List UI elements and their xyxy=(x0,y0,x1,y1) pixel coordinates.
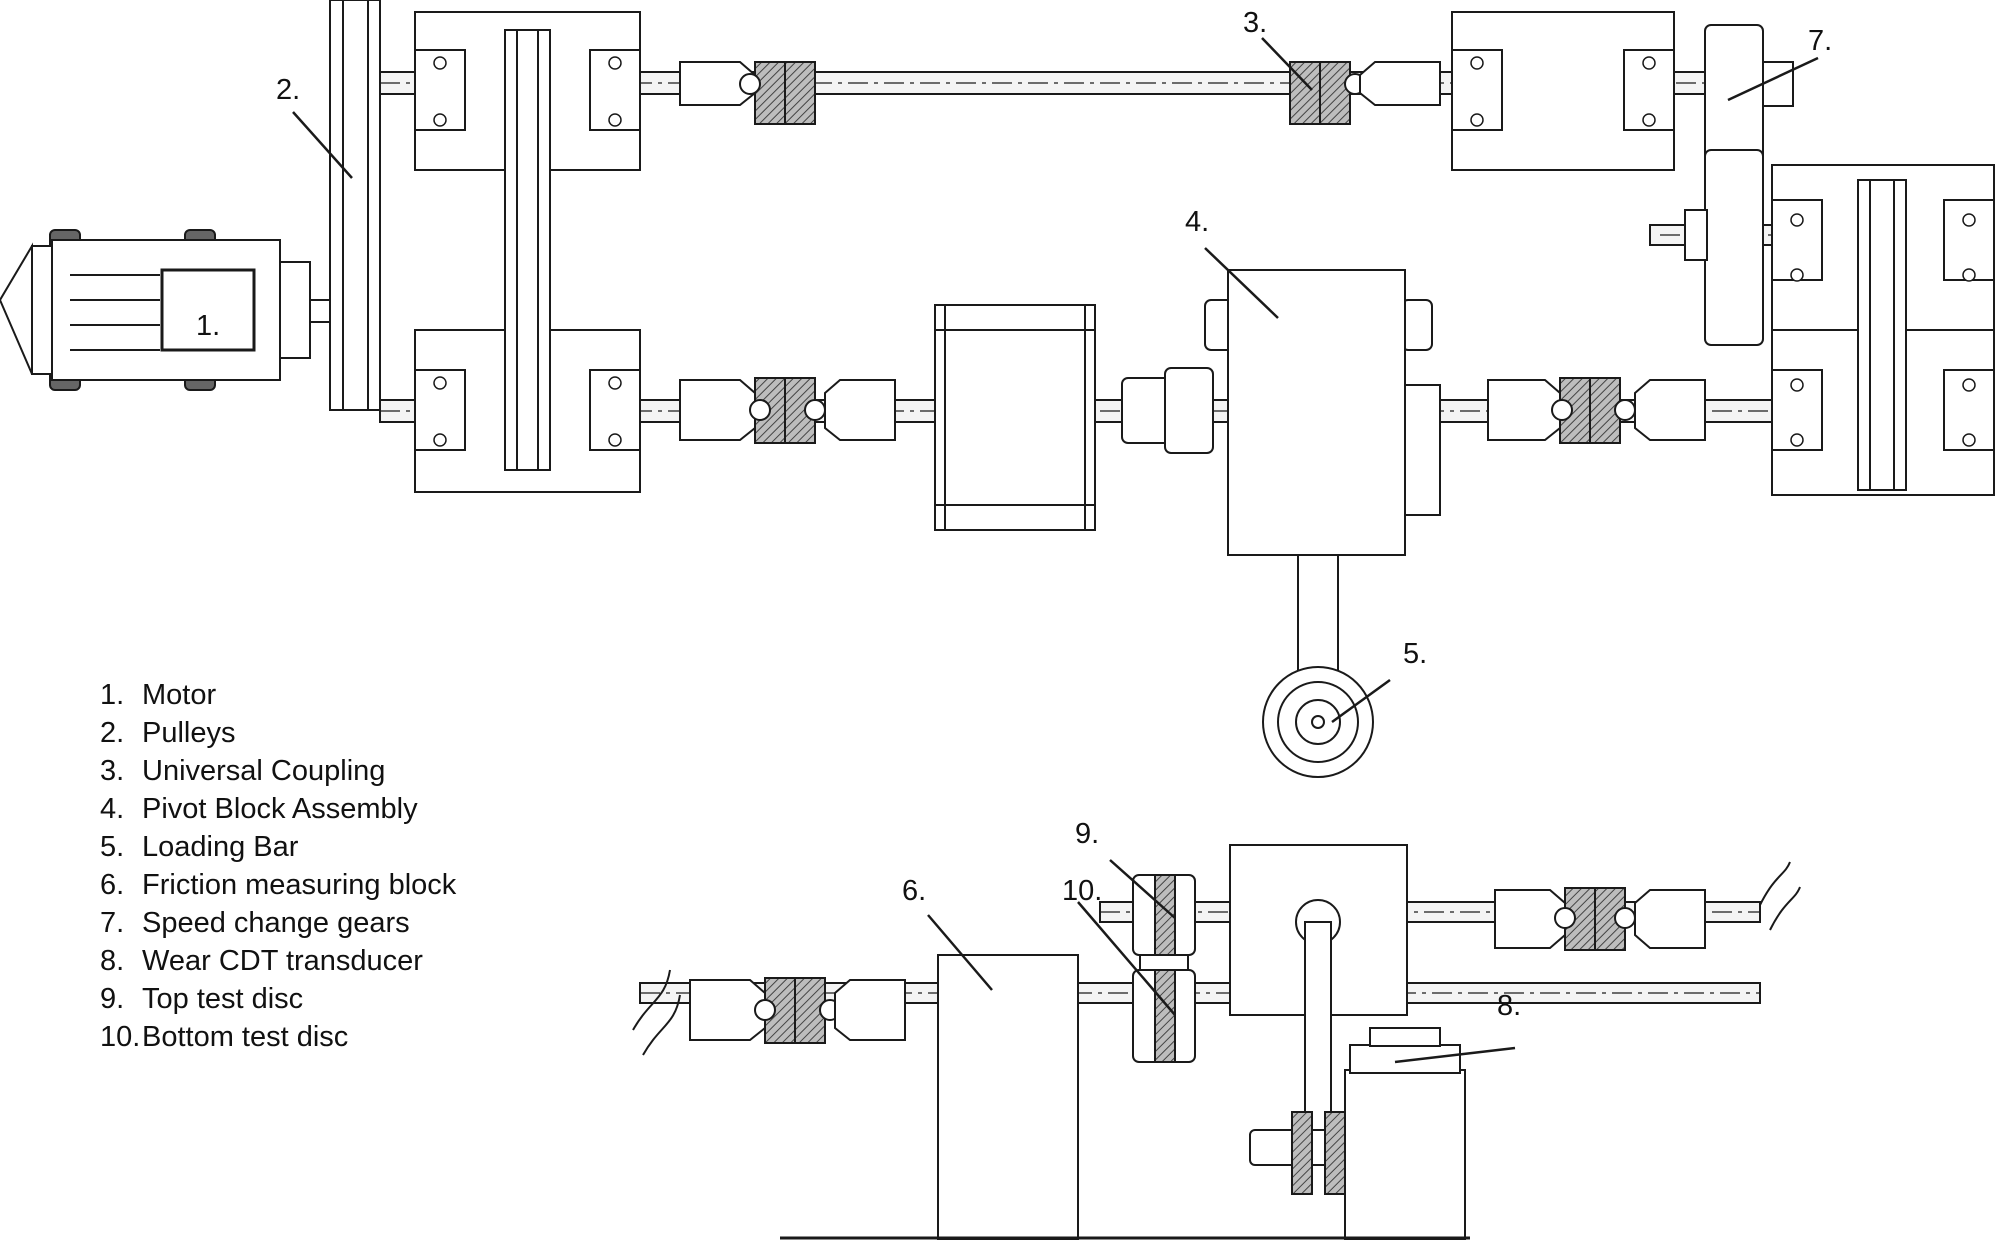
motor xyxy=(0,229,346,391)
legend-item: 5. Loading Bar xyxy=(100,828,456,866)
bearing-bolts xyxy=(414,49,1995,451)
legend-item-text: Speed change gears xyxy=(142,907,410,939)
loading-bar xyxy=(1262,554,1374,778)
legend-item: 7. Speed change gears xyxy=(100,904,456,942)
universal-couplings xyxy=(679,61,1706,1044)
callout-3: 3. xyxy=(1243,7,1268,39)
legend-item-text: Loading Bar xyxy=(142,831,299,863)
legend-item: 6. Friction measuring block xyxy=(100,866,456,904)
legend-item-text: Universal Coupling xyxy=(142,755,386,787)
legend-item: 9. Top test disc xyxy=(100,980,456,1018)
test-discs-top-view xyxy=(1121,367,1214,454)
legend-item-number: 6. xyxy=(100,869,125,901)
legend-item-text: Motor xyxy=(142,679,217,711)
callout-10: 10. xyxy=(1062,875,1103,907)
callout-7: 7. xyxy=(1808,25,1833,57)
callout-9: 9. xyxy=(1075,818,1100,850)
legend-item-number: 10. xyxy=(100,1021,141,1053)
wear-cdt-transducer xyxy=(1344,1027,1466,1240)
speed-change-gears xyxy=(1684,24,1907,491)
drum xyxy=(934,304,1096,531)
legend-item-text: Pivot Block Assembly xyxy=(142,793,418,825)
legend-item-text: Top test disc xyxy=(142,983,304,1015)
callout-8: 8. xyxy=(1497,990,1522,1022)
legend-item-text: Pulleys xyxy=(142,717,236,749)
legend-item: 8. Wear CDT transducer xyxy=(100,942,456,980)
callout-1: 1. xyxy=(196,310,221,342)
legend-item-number: 3. xyxy=(100,755,125,787)
legend-item-number: 7. xyxy=(100,907,125,939)
legend-item-number: 5. xyxy=(100,831,125,863)
callout-5: 5. xyxy=(1403,638,1428,670)
legend-item: 3. Universal Coupling xyxy=(100,752,456,790)
leader-lines xyxy=(292,37,1819,1064)
legend-item-number: 2. xyxy=(100,717,125,749)
legend-item: 2. Pulleys xyxy=(100,714,456,752)
legend-item-number: 9. xyxy=(100,983,125,1015)
test-discs-side-view xyxy=(1132,874,1196,1063)
legend-item-text: Wear CDT transducer xyxy=(142,945,423,977)
callout-2: 2. xyxy=(276,74,301,106)
legend: 1. Motor 2. Pulleys 3. Universal Coupling 4… xyxy=(100,676,456,1056)
pivot-block-assembly xyxy=(1204,269,1441,556)
callout-4: 4. xyxy=(1185,206,1210,238)
legend-item: 4. Pivot Block Assembly xyxy=(100,790,456,828)
friction-measuring-block xyxy=(937,954,1079,1240)
legend-item-number: 8. xyxy=(100,945,125,977)
legend-item-text: Friction measuring block xyxy=(142,869,457,901)
callout-6: 6. xyxy=(902,875,927,907)
legend-item-number: 1. xyxy=(100,679,125,711)
legend-item: 1. Motor xyxy=(100,676,456,714)
legend-item: 10.Bottom test disc xyxy=(100,1018,456,1056)
legend-item-text: Bottom test disc xyxy=(142,1021,349,1053)
legend-item-number: 4. xyxy=(100,793,125,825)
